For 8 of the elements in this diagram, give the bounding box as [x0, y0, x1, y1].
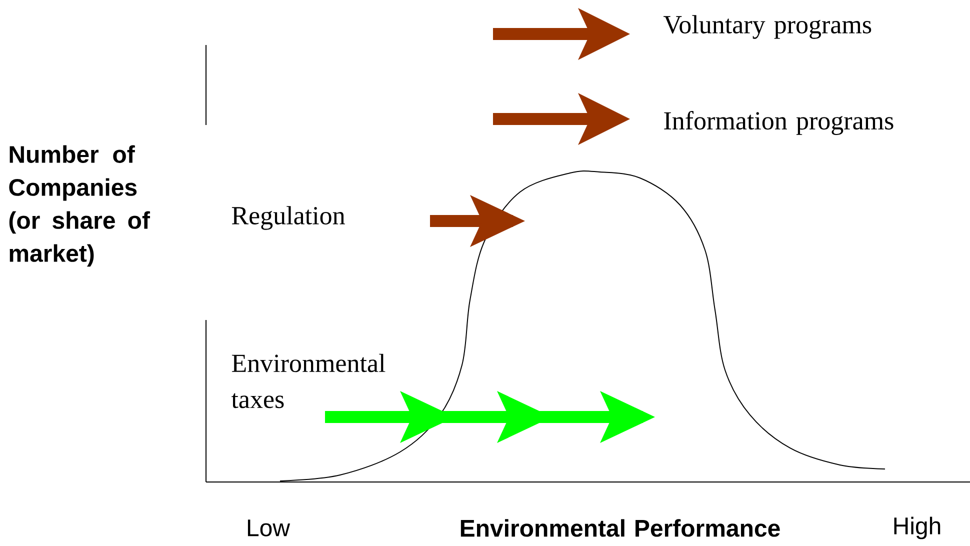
arrow-label: Information programs: [664, 111, 894, 135]
tick-label: High: [894, 516, 940, 540]
tick-label: Low: [248, 520, 290, 536]
axis-title: Environmental Performance: [460, 519, 780, 537]
axis-title: Number of Companies (or share of market): [9, 145, 150, 267]
arrow-label: Voluntary programs: [664, 15, 872, 39]
arrow-label: Regulation: [232, 206, 345, 230]
arrow-label: Environmental taxes: [231, 354, 386, 408]
